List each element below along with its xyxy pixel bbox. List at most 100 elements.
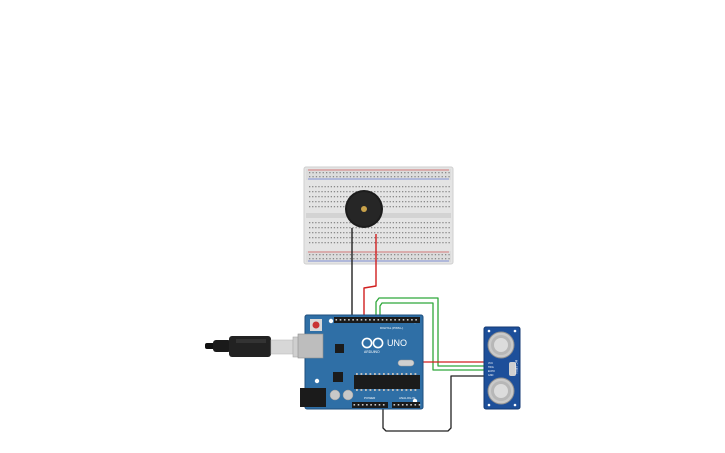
breadboard-hole [420,186,422,188]
breadboard-hole [407,172,409,174]
header-pin [353,404,356,406]
gnd-black-wire[interactable] [382,375,486,432]
breadboard-hole [400,258,403,260]
digital-pin-header[interactable] [334,317,420,323]
breadboard-hole [386,237,388,239]
header-pin [390,319,392,321]
breadboard-hole [336,201,339,203]
breadboard-hole [433,242,435,244]
breadboard-hole [315,254,318,256]
breadboard-hole [414,196,416,198]
breadboard-hole [420,196,422,198]
breadboard-hole [411,191,413,193]
reset-button[interactable] [312,321,320,329]
breadboard-hole [442,191,444,193]
header-pin [352,319,354,321]
breadboard-hole [366,176,369,178]
chip-pin [405,373,408,375]
piezo-buzzer[interactable] [345,190,383,228]
breadboard-hole [408,196,410,198]
breadboard-hole [309,227,311,229]
breadboard-hole [324,222,326,224]
breadboard-hole [340,206,342,208]
breadboard-hole [346,196,348,198]
dc-power-jack[interactable] [300,388,326,407]
breadboard-hole [343,242,345,244]
breadboard-hole [360,172,362,174]
ultrasonic-sensor[interactable]: HC-SR04 VCC TRIG ECHO GND [483,326,521,410]
breadboard-hole [405,222,407,224]
breadboard-hole [411,196,413,198]
breadboard-hole [445,201,447,203]
breadboard-hole [436,201,438,203]
breadboard-hole [398,237,401,239]
breadboard-hole [402,201,404,203]
breadboard-hole [395,206,398,208]
breadboard-hole [383,176,386,178]
arduino-uno-board[interactable]: UNO ARDUINO DIGITAL (PWM~) POWER ANALOG … [297,314,424,410]
breadboard-hole [408,186,410,188]
trig-green-wire[interactable] [375,297,486,367]
breadboard-hole [361,186,363,188]
breadboard-hole [398,191,401,193]
power-pin-header[interactable] [352,402,388,408]
breadboard-hole [414,191,416,193]
breadboard-hole [402,237,404,239]
breadboard-hole [346,222,348,224]
breadboard-hole [420,232,422,234]
breadboard-hole [380,258,382,260]
breadboard-hole [349,232,351,234]
breadboard-hole [329,258,331,260]
breadboard-hole [327,186,329,188]
breadboard-hole [423,186,425,188]
chip-pin [410,373,412,375]
chip-pin [414,373,417,375]
breadboard-hole [404,258,406,260]
breadboard-hole [414,254,416,256]
header-pin [382,404,385,406]
breadboard-hole [343,258,345,260]
breadboard-hole [367,242,370,244]
chip-pin [414,389,417,391]
breadboard-hole [333,206,336,208]
breadboard-hole [408,237,410,239]
breadboard-hole [339,254,341,256]
breadboard-hole [309,176,311,178]
breadboard-hole [438,176,440,178]
breadboard-hole [428,254,430,256]
buzzer-red-wire[interactable] [363,234,377,322]
breadboard-hole [448,191,450,193]
breadboard-hole [377,237,379,239]
breadboard-hole [407,258,409,260]
breadboard-hole [408,201,410,203]
header-pin [366,404,368,406]
atmega-chip [354,375,420,389]
breadboard-hole [340,196,342,198]
breadboard-hole [336,258,338,260]
breadboard-hole [339,258,341,260]
breadboard-hole [436,232,438,234]
analog-pin-header[interactable] [392,402,420,408]
breadboard-hole [315,232,317,234]
header-pin [343,319,346,321]
header-pin [394,319,396,321]
breadboard-hole [315,172,318,174]
breadboard-hole [352,237,354,239]
breadboard-hole [371,227,373,229]
breadboard-hole [363,254,365,256]
echo-green-wire[interactable] [379,302,486,371]
breadboard-hole [383,201,385,203]
breadboard-hole [394,172,396,174]
breadboard-hole [346,258,348,260]
breadboard-hole [343,191,345,193]
breadboard-hole [402,206,404,208]
breadboard-hole [448,201,450,203]
breadboard-hole [332,258,335,260]
breadboard-hole [330,232,332,234]
breadboard-hole [398,227,401,229]
breadboard-hole [322,176,324,178]
breadboard-hole [395,201,398,203]
breadboard-hole [346,242,348,244]
breadboard-hole [367,237,370,239]
